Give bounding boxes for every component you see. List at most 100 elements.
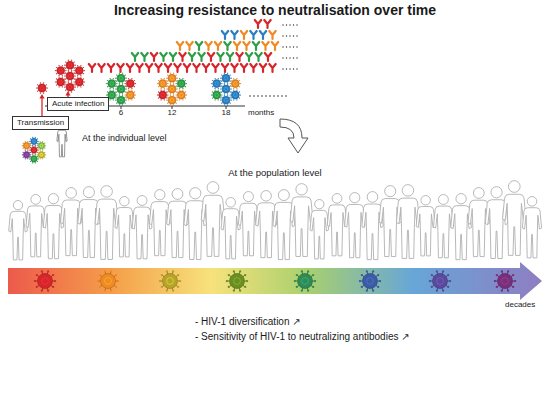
antibody	[217, 53, 223, 61]
virus-spike	[124, 83, 125, 84]
virus-core	[40, 144, 43, 147]
virus-core	[105, 278, 112, 285]
virus-spike	[218, 99, 219, 100]
virus-spike	[37, 161, 38, 162]
virus-spike	[47, 270, 49, 272]
virus-spike	[74, 73, 75, 74]
virus-spike	[62, 65, 63, 66]
virus-spike	[166, 80, 167, 81]
virus-spike	[56, 78, 57, 79]
virus-spike	[501, 270, 503, 272]
virus-particle	[115, 83, 127, 94]
virus-spike	[37, 143, 38, 144]
virus-particle	[494, 270, 517, 292]
person-silhouette	[132, 196, 152, 259]
virus-spike	[233, 290, 235, 292]
person-head	[508, 181, 520, 193]
virus-spike	[170, 94, 171, 95]
virus-spike	[239, 80, 240, 81]
ellipsis-dot	[261, 95, 263, 97]
virus-spike	[42, 149, 43, 150]
ellipsis-dot	[289, 68, 290, 69]
label-box: Transmission	[12, 116, 69, 130]
virus-spike	[29, 148, 30, 149]
virus-spike	[220, 80, 221, 81]
virus-spike	[177, 78, 178, 79]
person-head	[491, 187, 502, 198]
virus-spike	[372, 290, 374, 292]
virus-body	[108, 80, 116, 88]
antibody	[224, 42, 230, 50]
virus-spike	[166, 78, 167, 79]
virus-spike	[230, 91, 231, 92]
antibody	[186, 42, 192, 50]
antibody-rows	[89, 20, 298, 72]
person-head	[190, 188, 201, 199]
virus-body	[159, 80, 167, 88]
virus-spike	[71, 70, 72, 71]
virus-spike	[227, 83, 228, 84]
person-head	[48, 194, 58, 204]
virus-spike	[221, 83, 222, 84]
virus-particle	[159, 270, 182, 292]
virus-body	[117, 74, 125, 82]
virus-spike	[125, 75, 126, 76]
virus-core	[224, 87, 228, 91]
virus-particle	[55, 65, 67, 76]
virus-spike	[494, 280, 496, 282]
virus-core	[119, 98, 123, 102]
virus-spike	[71, 92, 72, 93]
virus-spike	[161, 274, 163, 276]
ellipsis-dot	[277, 95, 279, 97]
virus-spike	[83, 73, 84, 74]
virus-spike	[115, 274, 117, 276]
virus-spike	[99, 286, 101, 288]
virus-spike	[158, 91, 159, 92]
virus-spike	[214, 78, 215, 79]
virus-spike	[32, 145, 33, 146]
virus-spike	[125, 96, 126, 97]
antibody	[241, 64, 247, 72]
virus-spike	[32, 137, 33, 138]
virus-body	[23, 143, 29, 149]
level-label: At the population level	[228, 168, 321, 179]
person-body	[327, 205, 347, 256]
virus-particle	[166, 83, 178, 94]
ellipsis-dot	[289, 35, 290, 36]
virus-core	[437, 278, 444, 285]
virus-core	[119, 87, 123, 91]
virus-spike	[125, 91, 126, 92]
virus-spike	[128, 88, 129, 89]
virus-spike	[62, 76, 63, 77]
virus-spike	[166, 100, 167, 101]
virus-spike	[40, 158, 41, 159]
virus-spike	[37, 152, 38, 153]
ellipsis-dot	[293, 57, 294, 58]
antibody	[269, 31, 275, 39]
virus-body	[222, 74, 230, 82]
ellipsis-dot	[282, 46, 283, 47]
virus-body	[159, 91, 167, 99]
person-head	[402, 185, 414, 197]
virus-spike	[214, 89, 215, 90]
virus-spike	[113, 89, 114, 90]
virus-particle	[175, 89, 187, 100]
ellipsis-dot	[269, 95, 271, 97]
antibody	[236, 53, 242, 61]
virus-spike	[429, 280, 431, 282]
ellipsis-dot	[285, 95, 287, 97]
virus-body	[498, 274, 513, 289]
person-silhouette	[451, 194, 472, 260]
virus-spike	[158, 86, 159, 87]
virus-particle	[64, 60, 76, 71]
virus-spike	[65, 62, 66, 63]
person-body	[310, 210, 329, 259]
virus-spike	[41, 290, 43, 292]
virus-body	[101, 274, 116, 289]
virus-spike	[23, 143, 24, 144]
virus-spike	[134, 97, 135, 98]
person-head	[385, 186, 396, 197]
antibody	[89, 64, 95, 72]
virus-spike	[84, 70, 85, 71]
virus-spike	[80, 76, 81, 77]
